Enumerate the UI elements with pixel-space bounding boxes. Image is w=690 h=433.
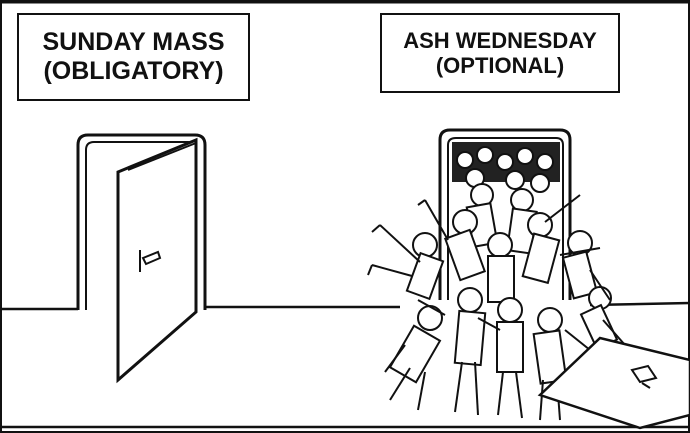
left-door — [76, 133, 207, 384]
sign-ash-wednesday: ASH WEDNESDAY (OPTIONAL) — [380, 13, 620, 93]
sign-right-line2: (OPTIONAL) — [435, 53, 565, 78]
sign-left-line2: (OBLIGATORY) — [43, 57, 224, 85]
sign-right-line1: ASH WEDNESDAY — [403, 27, 597, 53]
sign-sunday-mass: SUNDAY MASS (OBLIGATORY) — [17, 13, 250, 101]
crowd — [388, 142, 619, 385]
right-door — [438, 128, 572, 300]
sign-left-line1: SUNDAY MASS — [42, 28, 225, 57]
crowd-limbs — [367, 194, 626, 421]
fallen-door — [537, 336, 690, 430]
